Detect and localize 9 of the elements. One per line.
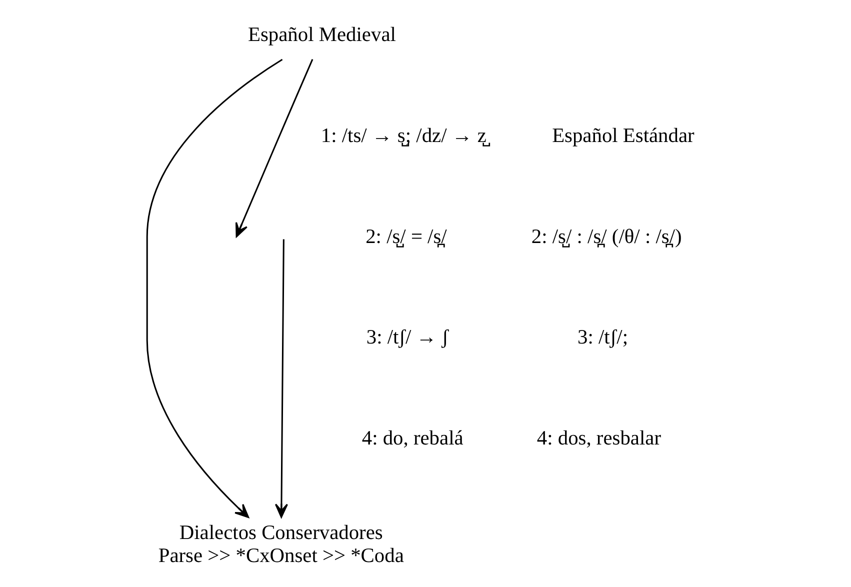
node-text: Dialectos Conservadores Parse >> *CxOnset >> *Coda <box>158 522 404 567</box>
label: 4: do, rebalá <box>361 428 463 450</box>
label: 4: dos, resbalar <box>536 428 661 450</box>
label: 2: /s̺/ = /s̪/ <box>365 226 446 248</box>
label: 2: /s̺/ : /s̪/ (/θ/ : /s̪/) <box>530 226 682 248</box>
label: 3: /tʃ/; <box>577 326 628 349</box>
label: Español Estándar <box>552 124 694 147</box>
label: 3: /tʃ/ → ʃ <box>366 326 448 349</box>
node-text: Español Medieval <box>248 24 396 46</box>
